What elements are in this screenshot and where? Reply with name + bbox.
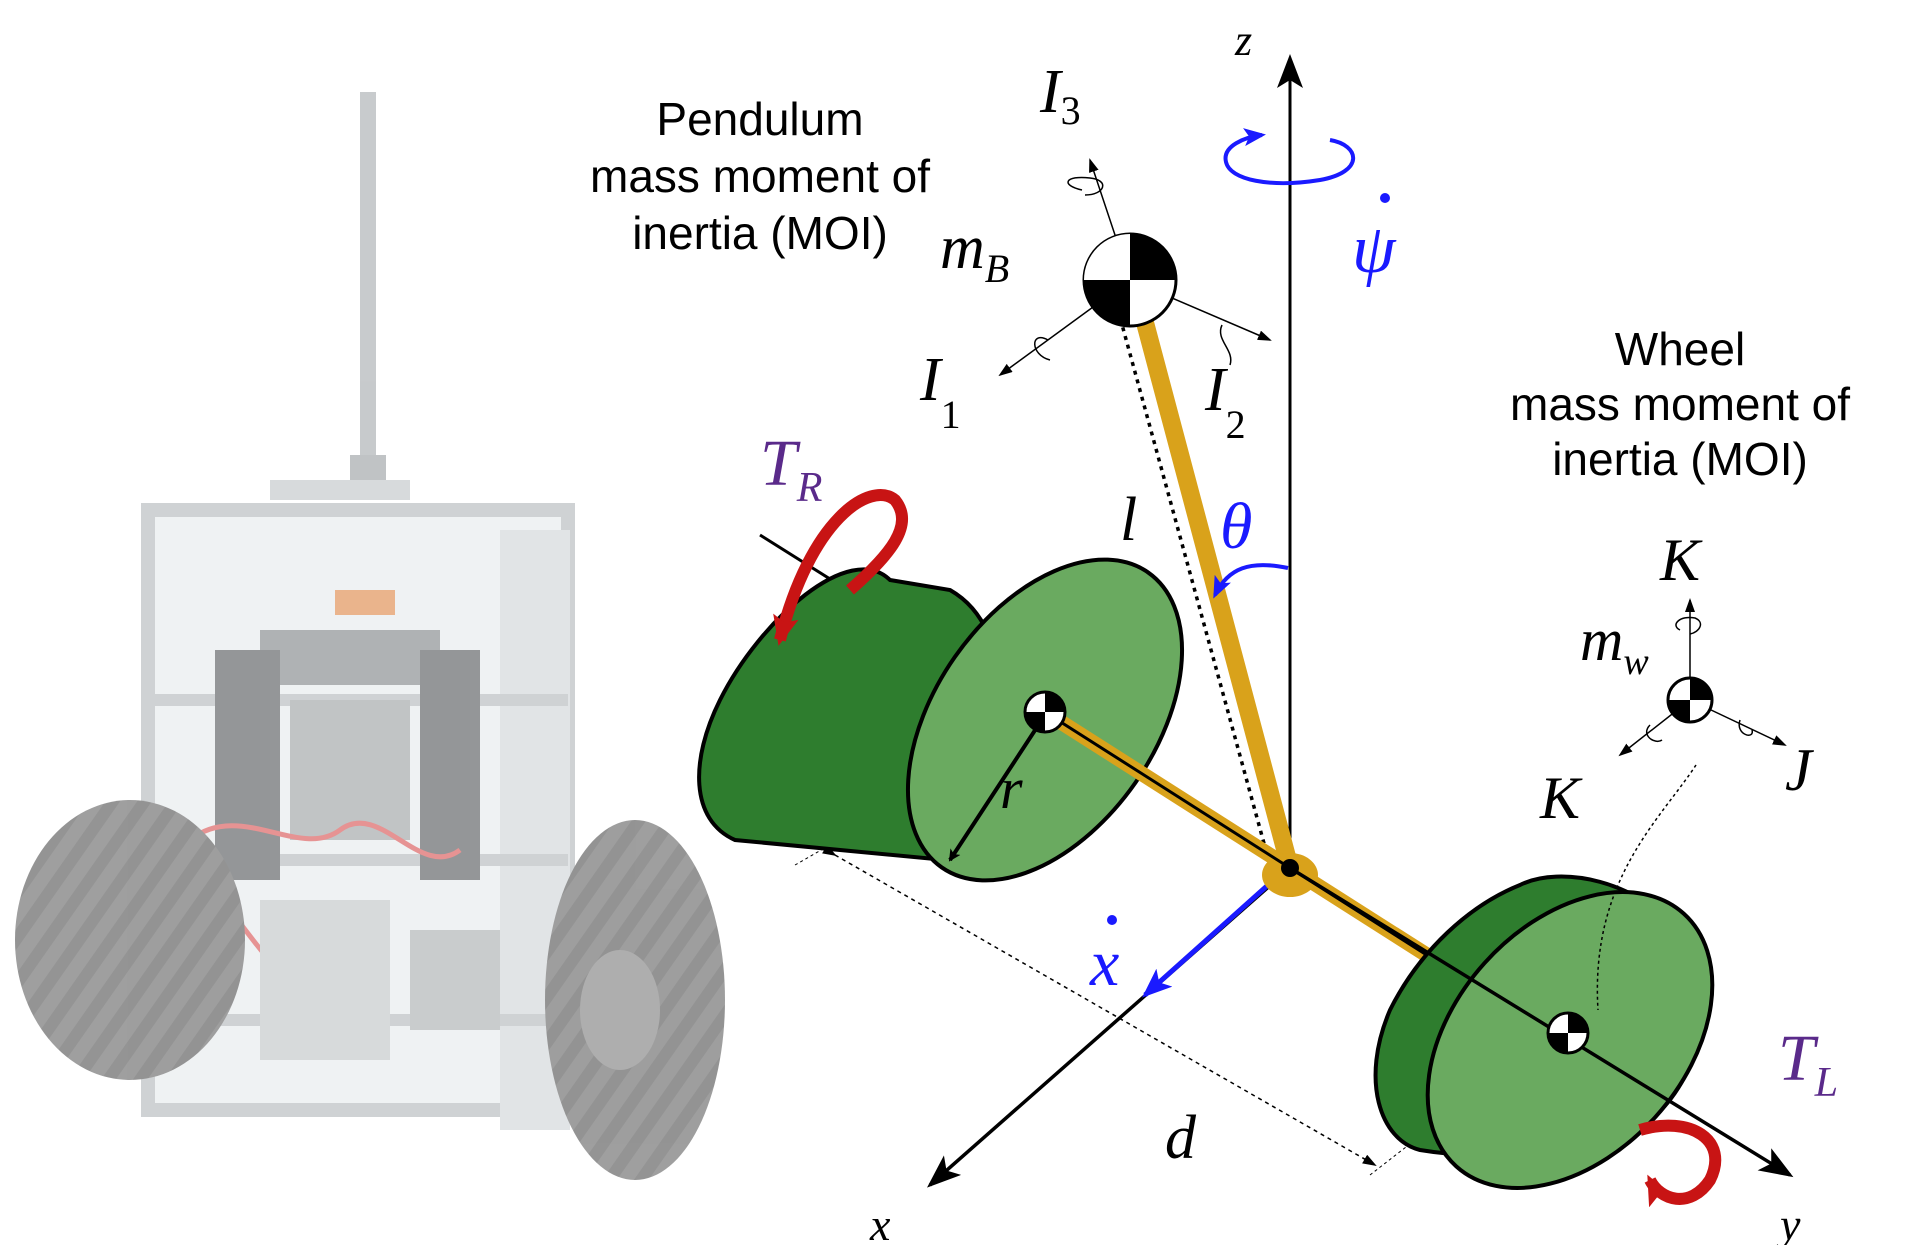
yaw-rate-dot [1380,193,1390,203]
wheel-radius-line [948,713,1047,862]
robot-left-tire [15,800,245,1080]
yaw-rate-label: ψ [1352,211,1397,288]
left-wheel-center-marker [1546,1011,1590,1055]
inertia-3-label: I3 [1039,58,1081,133]
wheel-moi-label-line1: Wheel [1615,323,1745,375]
torque-left-label: TL [1778,1022,1838,1106]
mass-body-label: mB [940,214,1009,291]
forward-speed-arrow [1142,883,1270,998]
forward-speed-label: x [1089,927,1119,1000]
forward-speed-dot [1107,915,1117,925]
mass-wheel-label: mw [1580,607,1649,683]
axle-width-label: d [1165,1104,1197,1172]
origin-point [1281,859,1299,877]
yaw-rotation-arrow [1223,128,1356,186]
wheel-J-label: J [1785,737,1814,803]
axis-z-label: z [1234,16,1252,65]
pitch-angle-label: θ [1220,490,1252,563]
pendulum-mass-marker [998,158,1272,377]
pendulum-rod [1126,276,1299,877]
torque-right-label: TR [760,427,822,511]
radius-label: r [1000,756,1023,821]
pendulum-moi-label-line2: mass moment of [590,150,930,202]
robot-photo [15,92,725,1180]
wheel-mass-marker [1596,598,1787,1011]
inertia-1-label: I1 [919,346,961,437]
wheel-moi-label-line2: mass moment of [1510,378,1850,430]
wheel-K-top-label: K [1659,527,1703,593]
axis-y-label: y [1776,1199,1801,1245]
torque-right-arrow [773,489,909,646]
pendulum-moi-label-line1: Pendulum [656,93,863,145]
length-label: l [1120,486,1137,554]
right-wheel [697,557,1185,883]
wheel-moi-label-line3: inertia (MOI) [1552,433,1808,485]
axis-x-label: x [869,1199,891,1245]
pitch-angle-arc [1213,563,1289,599]
torque-left-arrow [1638,1119,1722,1208]
axle-width-dimension [794,844,1416,1176]
inertia-2-label: I2 [1204,356,1246,447]
right-wheel-center-marker [1023,690,1067,734]
y-axis [1289,866,1794,1178]
robot-mast [360,92,376,470]
pendulum-moi-label-line3: inertia (MOI) [632,207,888,259]
wheel-K-left-label: K [1539,765,1583,831]
